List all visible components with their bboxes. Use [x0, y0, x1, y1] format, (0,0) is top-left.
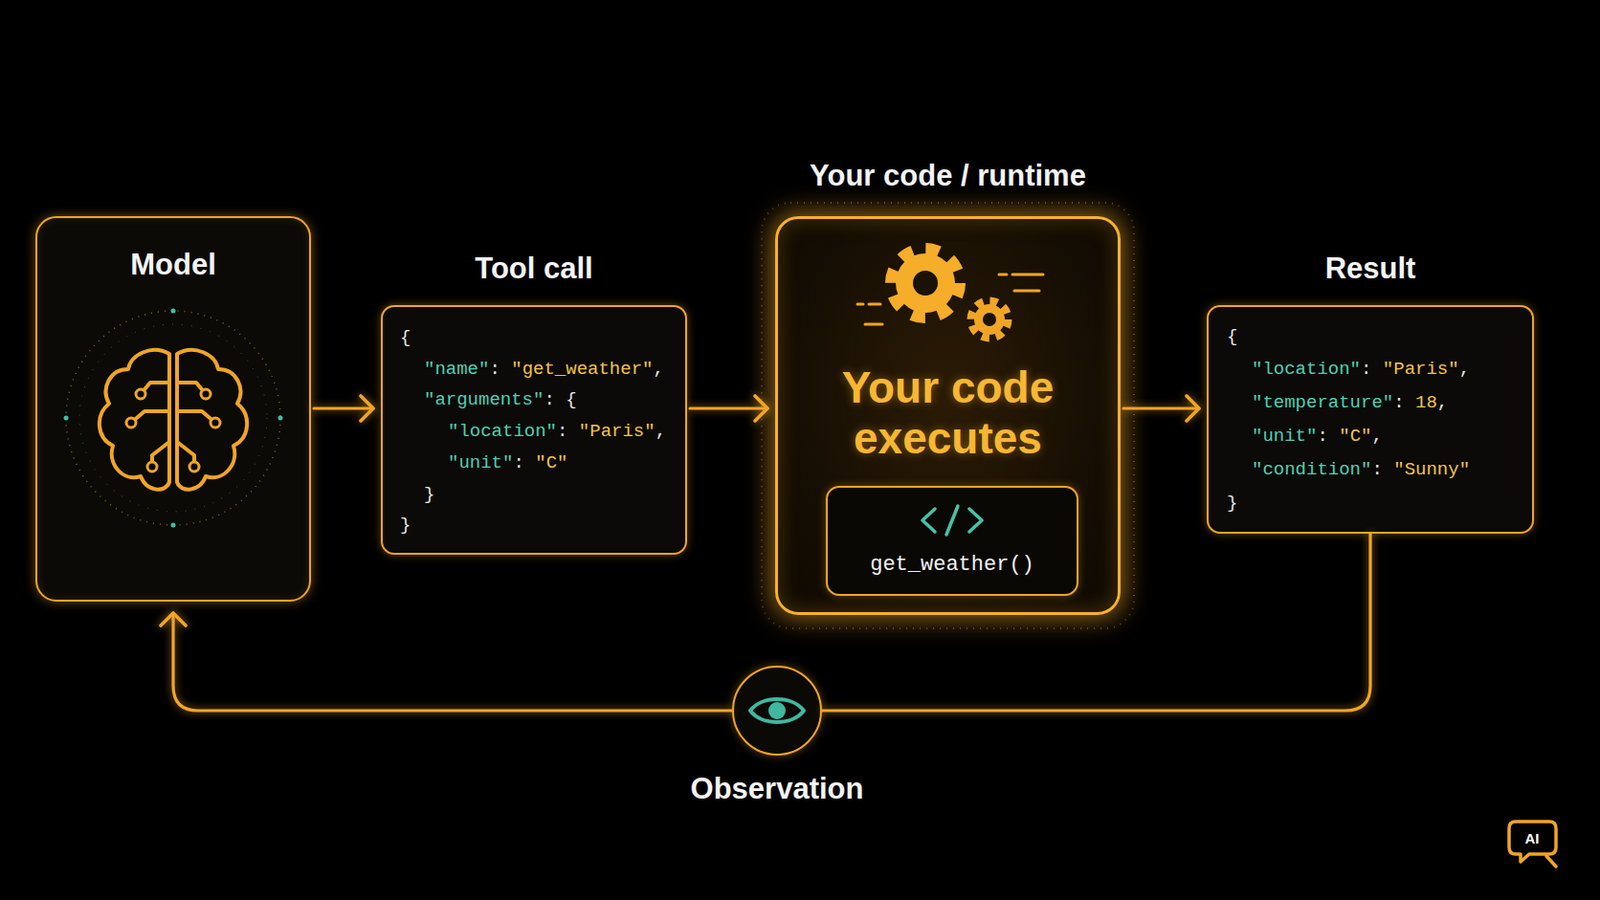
- code-line: "arguments": {: [423, 384, 578, 417]
- flow-arrow: [1123, 396, 1200, 422]
- code-token: "location": [1251, 358, 1361, 380]
- code-token: ,: [652, 358, 664, 380]
- glow-halo: [761, 202, 1134, 629]
- code-token: :: [488, 358, 512, 380]
- flow-arrow: [160, 613, 733, 712]
- code-token: "unit": [1251, 425, 1317, 447]
- flow-arrow: [822, 533, 1371, 712]
- circuit-node: [126, 389, 221, 472]
- code-token: ,: [1371, 425, 1382, 447]
- code-token: "location": [447, 421, 557, 443]
- code-token: :: [1371, 459, 1394, 481]
- code-token: "Paris": [1382, 358, 1460, 380]
- code-token: {: [1226, 326, 1238, 348]
- code-token: ,: [1459, 358, 1470, 380]
- flow-arrow: [689, 396, 768, 422]
- dotted-ring: [79, 324, 267, 512]
- code-token: "arguments": [423, 389, 544, 411]
- box-heading: Observation: [690, 773, 865, 806]
- eye-icon: [750, 699, 804, 723]
- box-heading: Tool call: [474, 252, 593, 286]
- code-token: }: [1226, 492, 1238, 514]
- code-token: 18: [1415, 392, 1438, 414]
- code-token: :: [1393, 392, 1416, 414]
- code-token: "unit": [447, 452, 513, 474]
- connector-line: [173, 613, 733, 712]
- code-token: "get_weather": [511, 358, 653, 380]
- code-token: "temperature": [1251, 392, 1394, 414]
- brain-outline: [99, 350, 247, 490]
- code-token: "name": [423, 358, 489, 380]
- code-line: "condition": "Sunny": [1251, 453, 1470, 488]
- ring-dot: [278, 416, 284, 422]
- arrow-head: [1186, 396, 1200, 422]
- logo-icon: [1509, 822, 1556, 867]
- ring-dot: [171, 523, 177, 529]
- model-box: Model: [35, 216, 312, 602]
- code-line: "name": "get_weather",: [423, 354, 665, 386]
- gear-hole: [982, 312, 997, 327]
- function-name: get_weather(): [869, 551, 1035, 580]
- connector-line: [1123, 406, 1200, 410]
- code-token: {: [400, 327, 411, 349]
- box-heading: Result: [1325, 252, 1417, 286]
- code-token: }: [423, 484, 435, 506]
- flow-arrow: [313, 396, 374, 422]
- code-line: "location": "Paris",: [447, 416, 667, 448]
- dotted-ring: [66, 311, 281, 526]
- logo-text: AI: [1525, 830, 1540, 847]
- box-heading: Your code / runtime: [809, 159, 1087, 193]
- code-line: {: [400, 322, 411, 355]
- code-line: "unit": "C": [447, 447, 568, 480]
- code-token: :: [556, 421, 579, 443]
- code-token: "Paris": [578, 421, 656, 443]
- observation-circle: Observation: [732, 666, 823, 756]
- code-token: :: [512, 452, 535, 474]
- code-line: }: [423, 479, 435, 512]
- result-box: Result{"location": "Paris","temperature"…: [1206, 305, 1534, 534]
- code-token: "C": [534, 452, 568, 474]
- code-token: ,: [1437, 392, 1448, 414]
- code-line: {: [1226, 320, 1238, 355]
- gear-teeth: [891, 249, 959, 317]
- gears-icon: [857, 249, 1044, 338]
- tool-call-box: Tool call{"name": "get_weather","argumen…: [380, 305, 688, 556]
- code-token: :: [1316, 425, 1339, 447]
- gear-body: [895, 253, 956, 313]
- code-line: "temperature": 18,: [1251, 386, 1448, 421]
- code-token: ,: [655, 421, 667, 443]
- code-icon: [922, 506, 982, 535]
- code-line: "unit": "C",: [1251, 420, 1383, 454]
- gear-teeth: [971, 301, 1008, 338]
- box-title: Your code executes: [777, 362, 1118, 465]
- gear-hole: [912, 270, 938, 296]
- ring-dot: [64, 416, 69, 422]
- ring-dot: [171, 309, 177, 314]
- connector-line: [822, 533, 1371, 712]
- code-line: "location": "Paris",: [1251, 353, 1470, 387]
- code-token: }: [400, 514, 411, 536]
- speed-lines: [857, 274, 1044, 325]
- arrow-head: [755, 396, 768, 422]
- code-line: }: [1226, 487, 1238, 521]
- connector-line: [313, 406, 374, 410]
- connector-line: [689, 406, 768, 410]
- code-token: : {: [543, 389, 577, 411]
- code-token: "C": [1338, 425, 1372, 447]
- code-token: "condition": [1251, 459, 1372, 481]
- runtime-box: Your code / runtimeYour code executesget…: [775, 216, 1121, 616]
- arrow-head: [360, 396, 374, 422]
- code-token: :: [1360, 358, 1383, 380]
- brain-icon: [64, 309, 284, 529]
- arrow-head: [160, 613, 186, 626]
- code-line: }: [400, 510, 411, 542]
- box-heading: Model: [130, 248, 217, 282]
- code-token: "Sunny": [1393, 459, 1470, 481]
- function-box: get_weather(): [825, 486, 1079, 597]
- gear-body: [974, 304, 1005, 335]
